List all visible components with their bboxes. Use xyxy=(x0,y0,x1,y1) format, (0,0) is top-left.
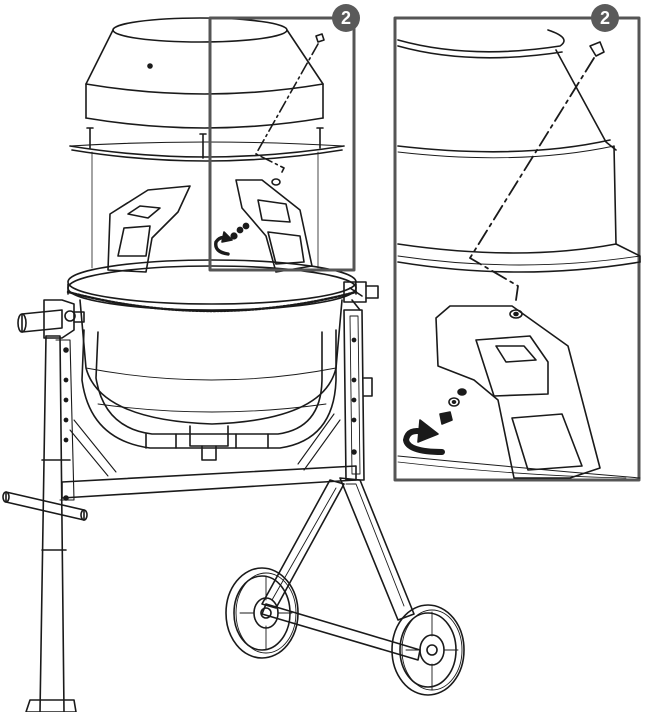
right-wheel xyxy=(391,604,465,696)
upper-drum xyxy=(69,17,345,269)
right-axle xyxy=(343,281,379,311)
svg-text:2: 2 xyxy=(341,8,351,28)
step-badge-main: 2 xyxy=(332,4,360,32)
cross-bar xyxy=(61,465,357,499)
right-leg xyxy=(297,309,373,481)
washer-icon xyxy=(509,309,523,319)
svg-text:2: 2 xyxy=(600,8,610,28)
drum-cradle xyxy=(81,329,337,449)
callout-box xyxy=(208,16,356,272)
wheel-strut xyxy=(261,477,421,661)
detail-panel xyxy=(393,16,641,482)
left-leg xyxy=(25,335,117,712)
nut-icon xyxy=(439,411,453,425)
rotation-arrow-icon xyxy=(403,428,445,455)
washer-icon xyxy=(271,178,281,186)
lower-drum xyxy=(79,299,343,461)
bolt-icon xyxy=(315,33,325,43)
pull-handle xyxy=(2,491,88,521)
detail-rotation-arrow xyxy=(403,419,445,455)
step-badge-detail: 2 xyxy=(591,4,619,32)
fastener-stack xyxy=(230,222,250,240)
flange-bolts xyxy=(86,127,324,159)
detail-drum xyxy=(397,29,641,273)
detail-paddle xyxy=(435,305,601,479)
side-handle xyxy=(17,299,85,339)
detail-fasteners xyxy=(439,41,605,425)
ring-gear xyxy=(66,259,358,313)
left-wheel xyxy=(225,567,299,659)
bolt-icon xyxy=(589,41,605,57)
